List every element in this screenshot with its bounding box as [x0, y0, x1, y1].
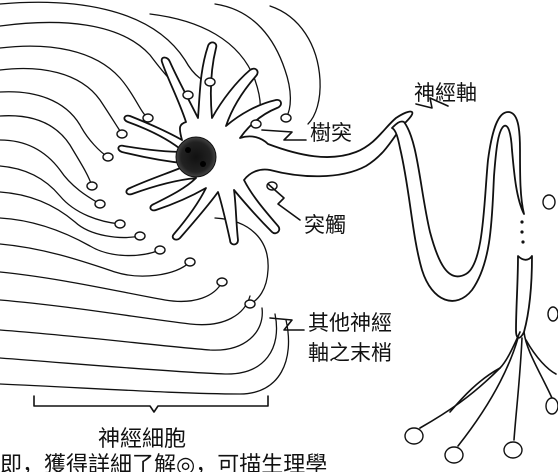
- label-synapse: 突觸: [304, 213, 346, 237]
- other-axon-fibers: [0, 2, 320, 394]
- label-axon: 神經軸: [414, 81, 477, 105]
- label-dendrite: 樹突: [310, 121, 352, 145]
- bottom-partial-text: 即，獲得詳細了解◎，可描生理學: [0, 453, 327, 472]
- axon: [392, 112, 558, 463]
- label-other-axon-line2: 軸之末梢: [308, 341, 392, 365]
- neuron-bracket: [34, 396, 268, 412]
- label-neuron: 神經細胞: [98, 427, 186, 452]
- nucleus: [176, 137, 216, 177]
- label-other-axon-line1: 其他神經: [308, 311, 392, 335]
- cell-body-and-dendrites: [118, 42, 412, 244]
